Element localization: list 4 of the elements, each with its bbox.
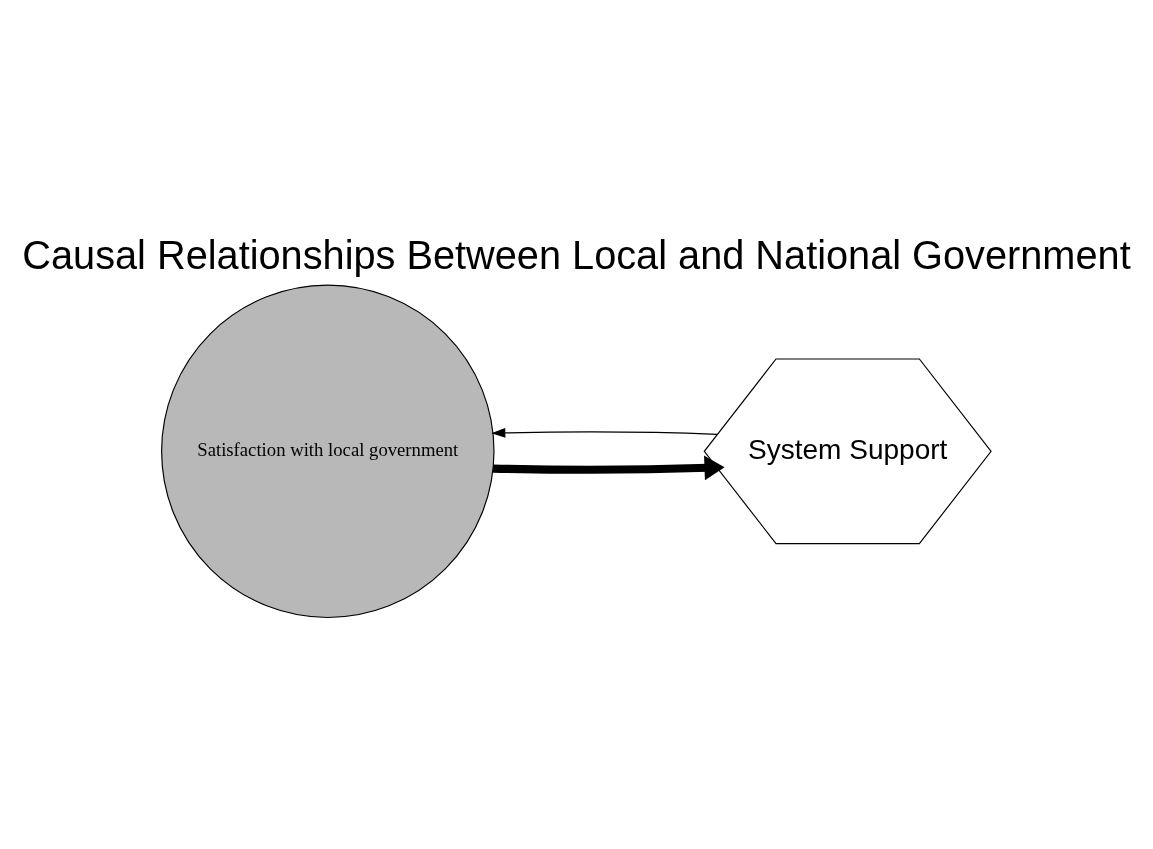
node-circle: Satisfaction with local government [161, 284, 495, 618]
diagram-title: Causal Relationships Between Local and National Government [22, 232, 1131, 277]
arrow [491, 427, 718, 438]
arrow [493, 455, 725, 480]
